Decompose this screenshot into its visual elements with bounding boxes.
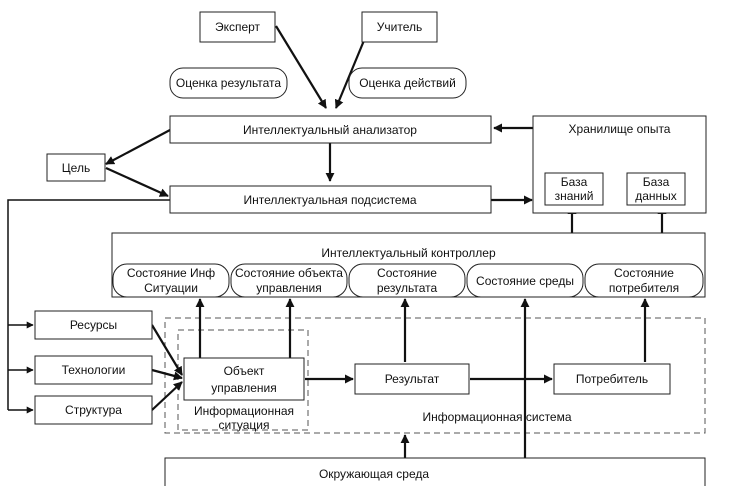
state-info-line1: Состояние Инф [127, 266, 215, 280]
goal-box[interactable]: Цель [46, 153, 106, 182]
arrow-goal-subsystem [105, 166, 169, 198]
arrow-resources-object [151, 324, 183, 376]
state-object-line1: Состояние объекта [235, 266, 343, 280]
info-situation-line1: Информационная [194, 404, 294, 418]
knowledge-base-line2: знаний [555, 189, 594, 203]
state-info-pill[interactable]: Состояние Инф Ситуации [112, 263, 230, 298]
controller-label: Интеллектуальный контроллер [321, 246, 496, 260]
analyzer-label: Интеллектуальный анализатор [243, 123, 417, 137]
subsystem-label: Интеллектуальная подсистема [243, 193, 416, 207]
database-line1: База [643, 175, 670, 189]
state-consumer-line2: потребителя [609, 281, 679, 295]
knowledge-base-box[interactable]: База знаний [544, 172, 604, 206]
analyzer-box[interactable]: Интеллектуальный анализатор [169, 115, 492, 144]
technologies-box[interactable]: Технологии [34, 355, 153, 385]
arrow-structure-object [151, 381, 183, 411]
environment-label: Окружающая среда [319, 467, 429, 481]
consumer-label: Потребитель [576, 372, 648, 386]
info-system-label: Информационная система [422, 410, 571, 424]
control-object-box[interactable]: Объект управления [183, 357, 305, 401]
resources-box[interactable]: Ресурсы [34, 310, 153, 340]
control-object-line1: Объект [224, 364, 265, 378]
structure-label: Структура [65, 403, 122, 417]
arrow-expert-eval [275, 25, 327, 109]
state-consumer-pill[interactable]: Состояние потребителя [584, 263, 704, 298]
expert-label: Эксперт [215, 20, 261, 34]
arrow-technologies-object [151, 368, 183, 381]
state-result-pill[interactable]: Состояние результата [348, 263, 466, 298]
subsystem-box[interactable]: Интеллектуальная подсистема [169, 185, 492, 214]
bus-subsystem-left [7, 199, 170, 410]
state-result-line1: Состояние [377, 266, 437, 280]
state-env-pill[interactable]: Состояние среды [466, 263, 584, 298]
result-eval-label: Оценка результата [176, 76, 282, 90]
teacher-box[interactable]: Учитель [361, 11, 438, 43]
action-eval-pill[interactable]: Оценка действий [348, 67, 467, 99]
expert-box[interactable]: Эксперт [199, 11, 276, 43]
technologies-label: Технологии [62, 363, 126, 377]
environment-box[interactable]: Окружающая среда [164, 457, 706, 486]
teacher-label: Учитель [377, 20, 422, 34]
state-info-line2: Ситуации [144, 281, 198, 295]
result-box[interactable]: Результат [354, 363, 470, 395]
consumer-box[interactable]: Потребитель [553, 363, 671, 395]
info-situation-line2: ситуация [219, 418, 270, 432]
goal-label: Цель [62, 161, 90, 175]
experience-store-label: Хранилище опыта [569, 122, 671, 136]
info-system-region [164, 317, 706, 434]
control-object-line2: управления [211, 381, 276, 395]
resources-label: Ресурсы [70, 318, 117, 332]
structure-box[interactable]: Структура [34, 395, 153, 425]
state-result-line2: результата [377, 281, 438, 295]
result-label: Результат [385, 372, 440, 386]
arrow-analyzer-goal [105, 129, 171, 165]
state-consumer-line1: Состояние [614, 266, 674, 280]
database-box[interactable]: База данных [626, 172, 686, 206]
knowledge-base-line1: База [561, 175, 588, 189]
state-object-pill[interactable]: Состояние объекта управления [230, 263, 348, 298]
database-line2: данных [635, 189, 677, 203]
action-eval-label: Оценка действий [359, 76, 456, 90]
result-eval-pill[interactable]: Оценка результата [169, 67, 288, 99]
state-object-line2: управления [256, 281, 321, 295]
state-env-label: Состояние среды [476, 274, 574, 288]
connectors [7, 25, 667, 458]
